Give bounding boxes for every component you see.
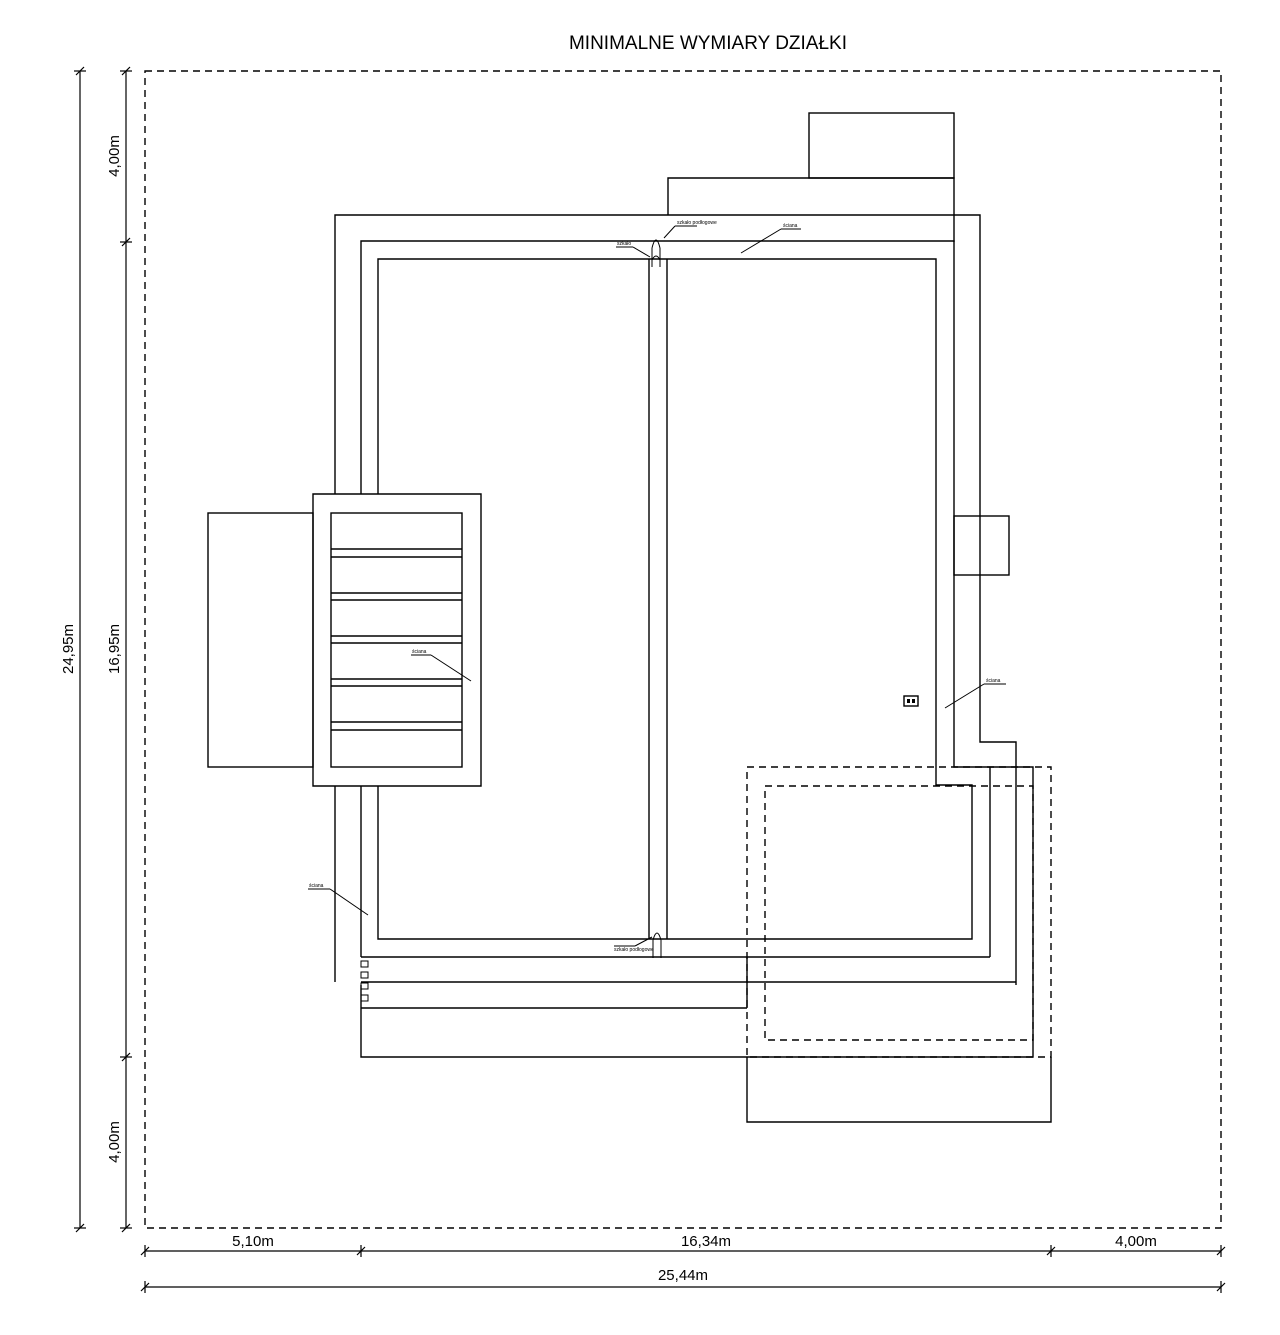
annotation-leaders: [308, 225, 1006, 947]
pipe-symbol-top: [651, 239, 661, 267]
plot-boundary: [144, 70, 1222, 1229]
page-title: MINIMALNE WYMIARY DZIAŁKI: [569, 33, 847, 54]
dim-horizontal-total: 25,44m: [658, 1267, 708, 1284]
dim-horizontal-left: 5,10m: [232, 1233, 274, 1250]
label-wall-top-right: ściana: [783, 223, 798, 229]
pipe-symbol-bottom: [652, 932, 662, 958]
dimension-lines: [74, 66, 1226, 1293]
dim-vertical-total: 24,95m: [60, 624, 77, 674]
dim-vertical-bottom: 4,00m: [106, 1121, 123, 1163]
label-wall-right-side: ściana: [986, 678, 1001, 684]
dim-vertical-middle: 16,95m: [106, 624, 123, 674]
label-pipe-top-left: szkało: [617, 241, 631, 247]
dim-horizontal-middle: 16,34m: [681, 1233, 731, 1250]
label-pipe-top-right: szkało podłogowe: [677, 220, 717, 226]
building-outline: [207, 112, 1052, 1123]
label-wall-bottom-left: ściana: [309, 883, 324, 889]
dim-horizontal-right: 4,00m: [1115, 1233, 1157, 1250]
label-pipe-bottom: szkało podłogowe: [614, 947, 654, 953]
label-wall-left-side: ściana: [412, 649, 427, 655]
electrical-socket-icon: [903, 695, 919, 707]
dim-vertical-top: 4,00m: [106, 135, 123, 177]
